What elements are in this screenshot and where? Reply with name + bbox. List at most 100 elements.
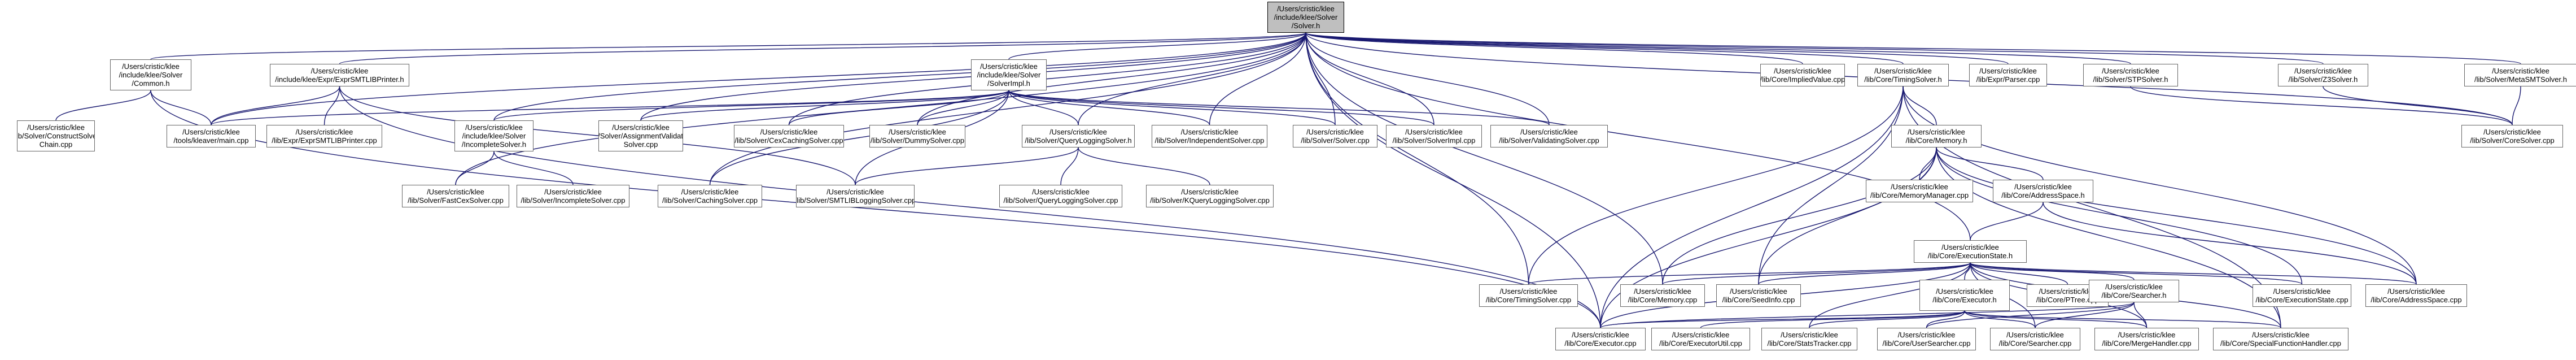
edge-solver_h-to-timingsolver_cpp (1306, 33, 1529, 285)
edge-timingsolver_h-to-corememory_h (1903, 86, 1937, 125)
edge-solver_h-to-exprparser_cpp (1306, 33, 2009, 64)
node-constructsolverchain-cpp[interactable]: /Users/cristic/klee /lib/Solver/Construc… (17, 120, 95, 151)
node-cexcachingsolver-cpp[interactable]: /Users/cristic/klee /lib/Solver/CexCachi… (734, 125, 844, 148)
edge-solverimpl_h-to-cachingsolver_cpp (709, 90, 1009, 185)
node-memory-h[interactable]: /Users/cristic/klee /lib/Core/Memory.h (1891, 125, 1982, 148)
edge-exprsmtlibprinter_h-to-smtlibloggingsolver_cpp (340, 86, 856, 185)
node-dummysolver-cpp[interactable]: /Users/cristic/klee /lib/Solver/DummySol… (869, 125, 965, 148)
node-executionstate-h[interactable]: /Users/cristic/klee /lib/Core/ExecutionS… (1914, 240, 2027, 263)
edge-searcher_h-to-executor_cpp (1600, 302, 2134, 328)
node-specialfunctionhandler-cpp[interactable]: /Users/cristic/klee /lib/Core/SpecialFun… (2213, 328, 2348, 350)
node-incompletesolver-h[interactable]: /Users/cristic/klee /include/klee/Solver… (454, 120, 533, 151)
node-seedinfo-cpp[interactable]: /Users/cristic/klee /lib/Core/SeedInfo.c… (1716, 284, 1801, 307)
edge-solverimpl_h-to-dummysolver_cpp (917, 90, 1009, 125)
node-solver-h[interactable]: /Users/cristic/klee /include/klee/Solver… (1267, 2, 1344, 33)
node-timingsolver-h[interactable]: /Users/cristic/klee /lib/Core/TimingSolv… (1857, 64, 1949, 86)
edge-solver_h-to-validatingsolver_cpp (1306, 33, 1550, 125)
edge-solver_h-to-metasmtsolver_h (1306, 33, 2521, 64)
edge-solver_h-to-incompletesolver_h (493, 33, 1306, 121)
node-timingsolver-cpp[interactable]: /Users/cristic/klee /lib/Core/TimingSolv… (1479, 284, 1578, 307)
edge-queryloggingsolver_h-to-kqueryloggingsolver_cpp (1078, 148, 1210, 185)
node-memorymanager-cpp[interactable]: /Users/cristic/klee /lib/Core/MemoryMana… (1866, 180, 1973, 202)
edge-solver_h-to-kleavermain_cpp (211, 33, 1306, 125)
edge-solverimpl_h-to-solver_cpp (1009, 90, 1336, 125)
node-fastcexsolver-cpp[interactable]: /Users/cristic/klee /lib/Solver/FastCexS… (402, 185, 509, 207)
edge-addressspace_h-to-executionstate_h (1970, 202, 2043, 241)
node-z3solver-h[interactable]: /Users/cristic/klee /lib/Solver/Z3Solver… (2278, 64, 2368, 86)
node-solverimpl-h[interactable]: /Users/cristic/klee /include/klee/Solver… (971, 59, 1047, 90)
node-solver-cpp[interactable]: /Users/cristic/klee /lib/Solver/Solver.c… (1293, 125, 1377, 148)
edge-executor_h-to-searcher_cpp (1965, 311, 2036, 328)
node-cachingsolver-cpp[interactable]: /Users/cristic/klee /lib/Solver/CachingS… (658, 185, 762, 207)
edge-solver_h-to-queryloggingsolver_h (1078, 33, 1306, 125)
node-metasmtsolver-h[interactable]: /Users/cristic/klee /lib/Solver/MetaSMTS… (2464, 64, 2576, 86)
edge-exprsmtlibprinter_h-to-exprsmtlibprinter_cpp (323, 86, 340, 125)
node-memory-cpp[interactable]: /Users/cristic/klee /lib/Core/Memory.cpp (1620, 284, 1705, 307)
edge-solverimpl_h-to-solverimpl_cpp (1009, 90, 1434, 125)
edge-solver_h-to-stpsolver_h (1306, 33, 2131, 64)
node-searcher-cpp[interactable]: /Users/cristic/klee /lib/Core/Searcher.c… (1990, 328, 2080, 350)
node-executor-cpp[interactable]: /Users/cristic/klee /lib/Core/Executor.c… (1555, 328, 1646, 350)
edge-executionstate_h-to-executionstate_cpp (1970, 263, 2303, 285)
edge-timingsolver_h-to-executor_cpp (1600, 86, 1903, 328)
node-coresolver-cpp[interactable]: /Users/cristic/klee /lib/Solver/CoreSolv… (2461, 125, 2563, 148)
edge-executionstate_h-to-searcher_h (1970, 263, 2135, 280)
node-usersearcher-cpp[interactable]: /Users/cristic/klee /lib/Core/UserSearch… (1877, 328, 1976, 350)
edge-executor_h-to-executorutil_cpp (1700, 311, 1965, 328)
edge-exprsmtlibprinter_h-to-kleavermain_cpp (211, 86, 340, 125)
node-addressspace-h[interactable]: /Users/cristic/klee /lib/Core/AddressSpa… (1993, 180, 2093, 202)
edge-corememory_h-to-executionstate_cpp (1936, 148, 2303, 285)
edge-solverimpl_h-to-cexcachingsolver_cpp (788, 90, 1009, 125)
node-queryloggingsolver-cpp[interactable]: /Users/cristic/klee /lib/Solver/QueryLog… (999, 185, 1122, 207)
node-queryloggingsolver-h[interactable]: /Users/cristic/klee /lib/Solver/QueryLog… (1022, 125, 1135, 148)
node-mergehandler-cpp[interactable]: /Users/cristic/klee /lib/Core/MergeHandl… (2094, 328, 2199, 350)
edge-executor_h-to-usersearcher_cpp (1926, 311, 1965, 328)
edge-searcher_h-to-searcher_cpp (2035, 302, 2134, 328)
edge-metasmtsolver_h-to-coresolver_cpp (2512, 86, 2521, 125)
node-executor-h[interactable]: /Users/cristic/klee /lib/Core/Executor.h (1919, 280, 2010, 311)
node-assignmentvalidatingsolver-cpp[interactable]: /Users/cristic/klee /lib/Solver/Assignme… (598, 120, 683, 151)
edge-searcher_h-to-mergehandler_cpp (2134, 302, 2148, 328)
edge-z3solver_h-to-coresolver_cpp (2323, 86, 2513, 125)
edge-solverimpl_h-to-incompletesolver_h (493, 90, 1009, 121)
node-validatingsolver-cpp[interactable]: /Users/cristic/klee /lib/Solver/Validati… (1490, 125, 1608, 148)
edge-corememory_h-to-memory_cpp (1662, 148, 1936, 285)
edge-queryloggingsolver_h-to-smtlibloggingsolver_cpp (855, 148, 1078, 185)
edge-solver_h-to-impliedvalue_cpp (1306, 33, 1803, 64)
edge-solver_h-to-dummysolver_cpp (917, 33, 1306, 125)
edge-timingsolver_h-to-timingsolver_cpp (1528, 86, 1904, 285)
edge-solver_h-to-independentsolver_cpp (1209, 33, 1306, 125)
edge-searcher_h-to-usersearcher_cpp (1926, 302, 2135, 328)
edge-incompletesolver_h-to-incompletesolver_cpp (494, 151, 574, 185)
node-stpsolver-h[interactable]: /Users/cristic/klee /lib/Solver/STPSolve… (2083, 64, 2178, 86)
node-incompletesolver-cpp[interactable]: /Users/cristic/klee /lib/Solver/Incomple… (517, 185, 629, 207)
node-exprsmtlibprinter-cpp[interactable]: /Users/cristic/klee /lib/Expr/ExprSMTLIB… (266, 125, 382, 148)
node-solverimpl-cpp[interactable]: /Users/cristic/klee /lib/Solver/SolverIm… (1386, 125, 1482, 148)
node-executorutil-cpp[interactable]: /Users/cristic/klee /lib/Core/ExecutorUt… (1651, 328, 1750, 350)
edge-common_h-to-constructsolverchain_cpp (55, 90, 151, 121)
edge-corememory_h-to-seedinfo_cpp (1758, 148, 1936, 285)
node-impliedvalue-cpp[interactable]: /Users/cristic/klee /lib/Core/ImpliedVal… (1760, 64, 1845, 86)
edge-solver_h-to-memory_cpp (1306, 33, 1663, 285)
edge-common_h-to-kleavermain_cpp (151, 90, 212, 125)
edge-solverimpl_h-to-assignmentvalidating_cpp (640, 90, 1009, 121)
node-addressspace-cpp[interactable]: /Users/cristic/klee /lib/Core/AddressSpa… (2365, 284, 2467, 307)
node-parser-cpp[interactable]: /Users/cristic/klee /lib/Expr/Parser.cpp (1969, 64, 2047, 86)
edge-solverimpl_h-to-kleavermain_cpp (211, 90, 1009, 125)
node-smtlibloggingsolver-cpp[interactable]: /Users/cristic/klee /lib/Solver/SMTLIBLo… (796, 185, 915, 207)
node-kleaver-main-cpp[interactable]: /Users/cristic/klee /tools/kleaver/main.… (167, 125, 256, 148)
node-kqueryloggingsolver-cpp[interactable]: /Users/cristic/klee /lib/Solver/KQueryLo… (1146, 185, 1274, 207)
node-independentsolver-cpp[interactable]: /Users/cristic/klee /lib/Solver/Independ… (1152, 125, 1267, 148)
edge-solver_h-to-cachingsolver_cpp (709, 33, 1306, 185)
node-searcher-h[interactable]: /Users/cristic/klee /lib/Core/Searcher.h (2089, 280, 2179, 302)
edge-solver_h-to-cexcachingsolver_cpp (788, 33, 1306, 125)
edge-executor_h-to-executor_cpp (1600, 311, 1965, 328)
node-statstracker-cpp[interactable]: /Users/cristic/klee /lib/Core/StatsTrack… (1761, 328, 1857, 350)
node-executionstate-cpp[interactable]: /Users/cristic/klee /lib/Core/ExecutionS… (2253, 284, 2351, 307)
node-exprsmtlibprinter-h[interactable]: /Users/cristic/klee /include/klee/Expr/E… (270, 64, 409, 86)
edge-exprsmtlibprinter_h-to-executor_cpp (340, 86, 1601, 328)
edge-solver_h-to-timingsolver_h (1306, 33, 1904, 64)
node-common-h[interactable]: /Users/cristic/klee /include/klee/Solver… (110, 59, 191, 90)
